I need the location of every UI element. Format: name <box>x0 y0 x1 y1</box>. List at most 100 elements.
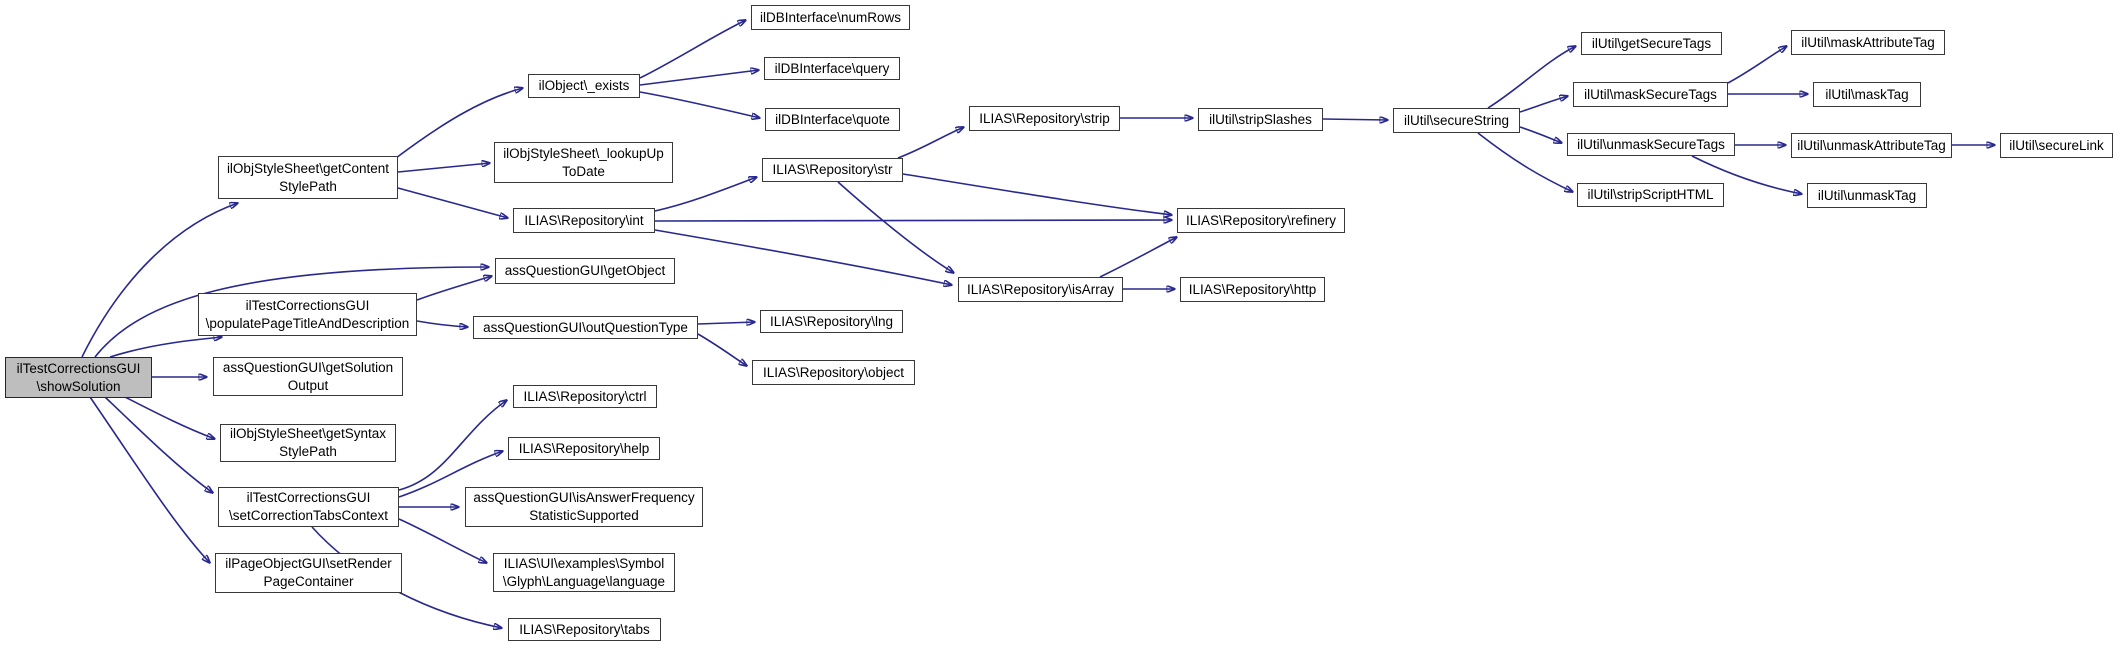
node-label: ILIAS\Repository\object <box>762 364 905 380</box>
edge-exists-numRows <box>639 20 746 79</box>
edge-secureString-maskSecureTags <box>1519 96 1568 113</box>
node-label: ILIAS\Repository\lng <box>769 313 894 329</box>
node-label: assQuestionGUI\getSolution Output <box>222 359 394 393</box>
node-get-object[interactable]: assQuestionGUI\getObject <box>495 258 675 284</box>
node-label: ilTestCorrectionsGUI \setCorrectionTabsC… <box>228 490 389 523</box>
node-populate-page-title-and-description[interactable]: ilTestCorrectionsGUI \populatePageTitleA… <box>198 293 417 336</box>
edge-showSolution-setCorrectionTabsContext <box>104 396 213 493</box>
node-secure-link[interactable]: ilUtil\secureLink <box>2000 133 2113 158</box>
edge-secureString-unmaskSecureTags <box>1519 126 1562 143</box>
node-label: ILIAS\UI\examples\Symbol \Glyph\Language… <box>502 555 666 589</box>
node-unmask-secure-tags[interactable]: ilUtil\unmaskSecureTags <box>1567 133 1735 156</box>
node-get-syntax-style-path[interactable]: ilObjStyleSheet\getSyntax StylePath <box>220 424 396 462</box>
node-label: ilUtil\secureString <box>1403 112 1510 128</box>
edge-showSolution-setRenderPageContainer <box>89 396 210 563</box>
node-get-secure-tags[interactable]: ilUtil\getSecureTags <box>1581 32 1722 55</box>
node-get-solution-output[interactable]: assQuestionGUI\getSolution Output <box>213 357 403 396</box>
node-repository-strip[interactable]: ILIAS\Repository\strip <box>969 106 1120 131</box>
node-label: assQuestionGUI\outQuestionType <box>483 319 688 335</box>
node-strip-slashes[interactable]: ilUtil\stripSlashes <box>1198 108 1323 131</box>
node-repository-object[interactable]: ILIAS\Repository\object <box>752 360 915 385</box>
edge-outQuestionType-object <box>697 333 747 366</box>
node-db-query[interactable]: ilDBInterface\query <box>764 57 900 80</box>
edge-getContentStylePath-int <box>397 187 508 218</box>
node-unmask-attribute-tag[interactable]: ilUtil\unmaskAttributeTag <box>1791 133 1952 158</box>
edge-populatePageTitleAndDescription-getObject <box>416 276 492 301</box>
node-db-quote[interactable]: ilDBInterface\quote <box>765 108 900 131</box>
edge-isArray-refinery <box>1099 237 1177 278</box>
node-label: assQuestionGUI\isAnswerFrequency Statist… <box>473 490 695 523</box>
node-repository-http[interactable]: ILIAS\Repository\http <box>1180 277 1325 302</box>
edge-exists-query <box>639 70 759 86</box>
node-repository-help[interactable]: ILIAS\Repository\help <box>508 437 660 460</box>
node-label: ilUtil\maskTag <box>1825 86 1909 102</box>
node-label: ILIAS\Repository\refinery <box>1185 212 1337 228</box>
edge-str-refinery <box>902 173 1172 215</box>
edge-unmaskSecureTags-unmaskTag <box>1691 155 1802 194</box>
node-symbol-glyph-language[interactable]: ILIAS\UI\examples\Symbol \Glyph\Language… <box>493 553 675 592</box>
node-mask-attribute-tag[interactable]: ilUtil\maskAttributeTag <box>1791 30 1945 55</box>
node-repository-lng[interactable]: ILIAS\Repository\lng <box>760 310 903 333</box>
node-strip-script-html[interactable]: ilUtil\stripScriptHTML <box>1577 183 1724 207</box>
node-label: ilDBInterface\quote <box>775 111 890 127</box>
node-label: ilUtil\unmaskTag <box>1817 187 1917 203</box>
node-out-question-type[interactable]: assQuestionGUI\outQuestionType <box>473 316 698 339</box>
node-label: ilObjStyleSheet\getContent StylePath <box>226 160 390 194</box>
edge-setCorrectionTabsContext-ctrl <box>398 400 507 491</box>
edge-secureString-stripScriptHTML <box>1477 132 1573 192</box>
node-is-answer-frequency-statistic-supported[interactable]: assQuestionGUI\isAnswerFrequency Statist… <box>465 487 703 527</box>
node-label: ilUtil\maskAttributeTag <box>1801 34 1935 50</box>
node-label: ilObjStyleSheet\getSyntax StylePath <box>229 426 387 459</box>
edge-showSolution-populatePageTitleAndDescription <box>109 337 222 358</box>
node-unmask-tag[interactable]: ilUtil\unmaskTag <box>1807 183 1927 208</box>
edge-setCorrectionTabsContext-help <box>398 451 503 498</box>
node-secure-string[interactable]: ilUtil\secureString <box>1393 108 1520 133</box>
edge-stripSlashes-secureString <box>1322 119 1388 120</box>
node-show-solution[interactable]: ilTestCorrectionsGUI \showSolution <box>5 357 152 398</box>
node-label: ilPageObjectGUI\setRender PageContainer <box>225 556 392 589</box>
node-label: ilUtil\unmaskSecureTags <box>1577 136 1725 152</box>
node-repository-tabs[interactable]: ILIAS\Repository\tabs <box>508 618 661 641</box>
node-set-correction-tabs-context[interactable]: ilTestCorrectionsGUI \setCorrectionTabsC… <box>218 487 399 527</box>
node-label: ilDBInterface\numRows <box>759 9 902 25</box>
edge-secureString-getSecureTags <box>1487 46 1576 109</box>
node-label: ILIAS\Repository\ctrl <box>523 388 647 404</box>
node-label: ilUtil\unmaskAttributeTag <box>1797 137 1946 153</box>
node-mask-tag[interactable]: ilUtil\maskTag <box>1813 82 1921 107</box>
node-repository-str[interactable]: ILIAS\Repository\str <box>762 158 903 182</box>
node-set-render-page-container[interactable]: ilPageObjectGUI\setRender PageContainer <box>215 553 402 593</box>
edge-int-isArray <box>654 229 952 285</box>
node-db-num-rows[interactable]: ilDBInterface\numRows <box>751 5 910 30</box>
edge-str-isArray <box>837 181 954 273</box>
node-label: ILIAS\Repository\str <box>772 162 893 177</box>
node-label: ILIAS\Repository\tabs <box>519 621 650 637</box>
edge-getContentStylePath-exists <box>395 88 523 159</box>
edge-exists-quote <box>639 91 760 118</box>
node-repository-is-array[interactable]: ILIAS\Repository\isArray <box>958 277 1123 302</box>
node-label: ILIAS\Repository\strip <box>979 110 1110 126</box>
node-label: ilUtil\stripSlashes <box>1209 111 1312 127</box>
node-label: ILIAS\Repository\help <box>518 440 650 456</box>
node-get-content-style-path[interactable]: ilObjStyleSheet\getContent StylePath <box>218 156 398 199</box>
node-label: ilTestCorrectionsGUI \populatePageTitleA… <box>205 297 410 331</box>
edge-showSolution-getContentStylePath <box>81 203 238 358</box>
node-label: ILIAS\Repository\http <box>1188 281 1317 297</box>
node-label: ilObject\_exists <box>538 78 630 93</box>
edge-str-strip <box>897 127 964 159</box>
edge-int-str <box>654 177 757 212</box>
edge-populatePageTitleAndDescription-outQuestionType <box>416 320 468 327</box>
node-repository-int[interactable]: ILIAS\Repository\int <box>513 208 655 233</box>
edge-int-refinery <box>654 220 1172 221</box>
node-label: ILIAS\Repository\int <box>524 212 644 228</box>
node-lookup-up-to-date[interactable]: ilObjStyleSheet\_lookupUp ToDate <box>494 142 673 183</box>
node-label: ilTestCorrectionsGUI \showSolution <box>16 360 141 394</box>
node-repository-ctrl[interactable]: ILIAS\Repository\ctrl <box>513 385 657 408</box>
node-object-exists[interactable]: ilObject\_exists <box>528 74 640 98</box>
node-label: ilUtil\getSecureTags <box>1591 35 1712 51</box>
node-label: ilUtil\maskSecureTags <box>1584 86 1717 102</box>
edge-outQuestionType-lng <box>697 322 755 324</box>
node-label: assQuestionGUI\getObject <box>504 263 666 278</box>
node-mask-secure-tags[interactable]: ilUtil\maskSecureTags <box>1573 82 1728 107</box>
node-repository-refinery[interactable]: ILIAS\Repository\refinery <box>1177 208 1345 233</box>
edge-showSolution-getSyntaxStylePath <box>124 396 215 439</box>
